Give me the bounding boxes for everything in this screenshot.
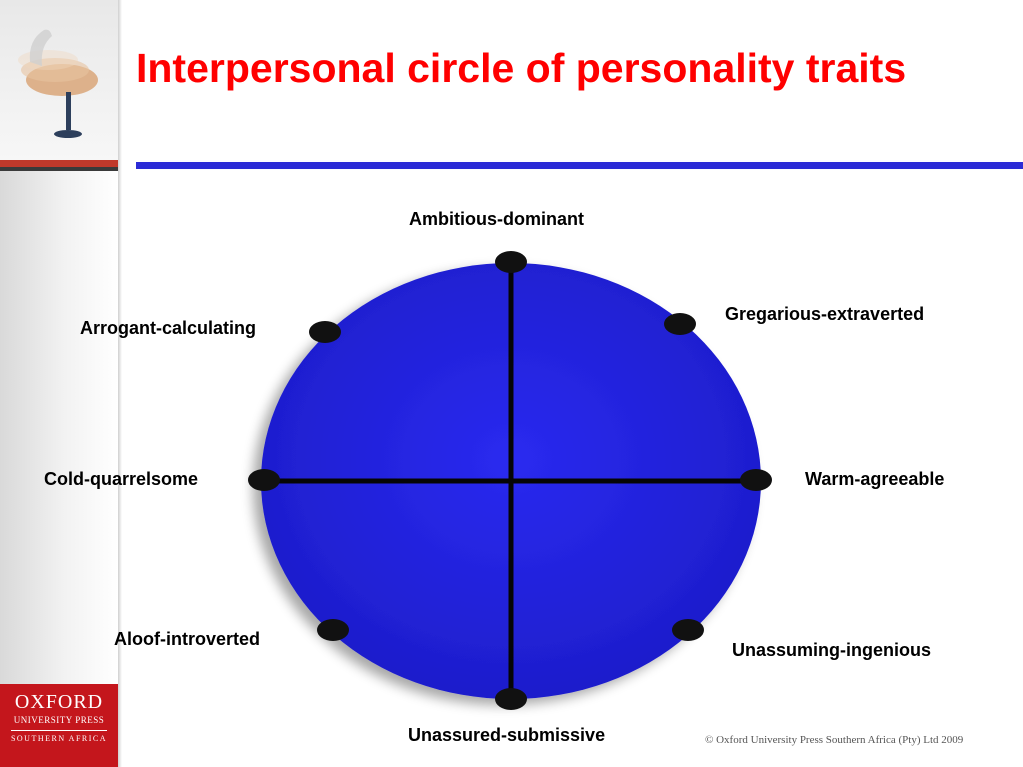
- node-bottom-right: [672, 619, 704, 641]
- node-top: [495, 251, 527, 273]
- title-divider: [136, 162, 1023, 169]
- node-bottom-left: [317, 619, 349, 641]
- oxford-logo: OXFORD UNIVERSITY PRESS SOUTHERN AFRICA: [0, 684, 118, 767]
- sidebar: OXFORD UNIVERSITY PRESS SOUTHERN AFRICA: [0, 0, 118, 767]
- node-top-right: [664, 313, 696, 335]
- trait-label-bottom-left: Aloof-introverted: [114, 629, 260, 649]
- node-top-left: [309, 321, 341, 343]
- trait-label-top-right: Gregarious-extraverted: [725, 304, 925, 324]
- node-right: [740, 469, 772, 491]
- chair-icon: [18, 29, 98, 138]
- page-title: Interpersonal circle of personality trai…: [136, 45, 907, 91]
- trait-label-top: Ambitious-dominant: [409, 209, 584, 229]
- node-bottom: [495, 688, 527, 710]
- logo-divider: [11, 730, 107, 731]
- copyright-notice: © Oxford University Press Southern Afric…: [705, 734, 964, 746]
- logo-line-1: OXFORD: [14, 691, 104, 713]
- sidebar-dark-strip: [0, 167, 118, 171]
- trait-label-top-left: Arrogant-calculating: [80, 318, 257, 338]
- trait-label-bottom-right: Unassuming-ingenious: [732, 640, 932, 660]
- chair-photo: [0, 0, 118, 160]
- trait-label-left: Cold-quarrelsome: [44, 469, 199, 489]
- logo-line-3: SOUTHERN AFRICA: [10, 734, 108, 743]
- logo-line-2: UNIVERSITY PRESS: [13, 715, 105, 725]
- trait-label-right: Warm-agreeable: [805, 469, 945, 489]
- sidebar-edge: [118, 0, 122, 767]
- sidebar-red-strip: [0, 160, 118, 167]
- node-left: [248, 469, 280, 491]
- trait-label-bottom: Unassured-submissive: [408, 725, 606, 745]
